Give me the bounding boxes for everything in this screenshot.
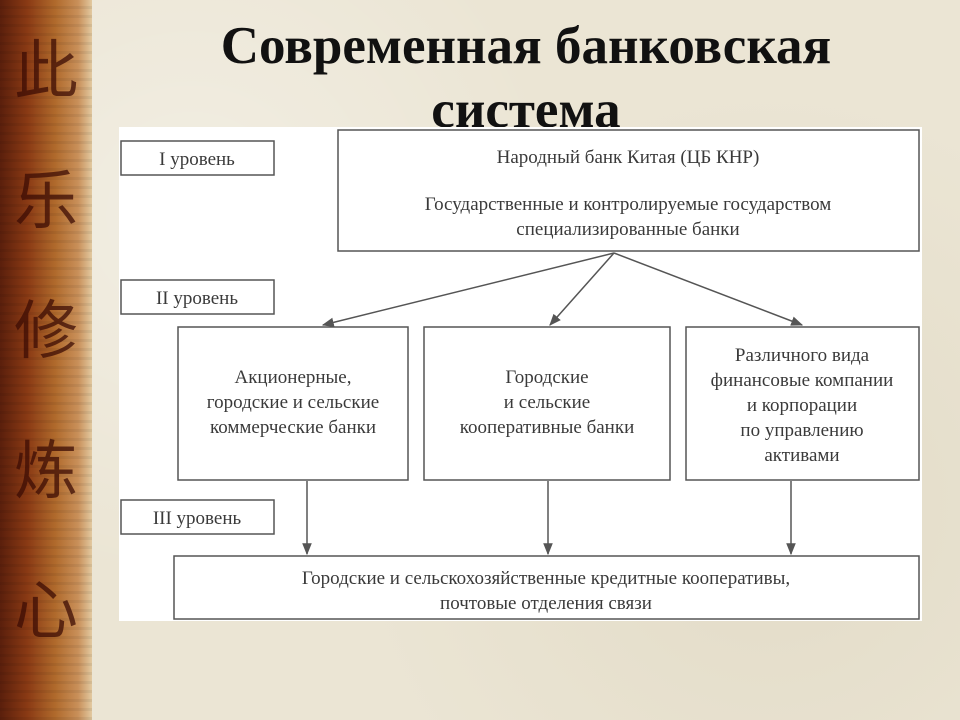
node-joint-stock-line1: Акционерные,	[234, 367, 351, 388]
decorative-calligraphy-strip: 此 乐 修 炼 心	[0, 0, 92, 720]
node-joint-stock-banks: Акционерные, городские и сельские коммер…	[177, 326, 409, 481]
node-cooperative-line1: Городские	[505, 367, 588, 388]
calligraphy-glyph-icon: 乐	[14, 165, 78, 239]
arrow-top-to-joint-stock	[321, 252, 615, 328]
diagram-panel: I уровень II уровень III уровень Народны…	[119, 127, 922, 621]
calligraphy-glyph-icon: 炼	[14, 435, 78, 509]
node-central-bank-line3: специализированные банки	[516, 219, 739, 240]
node-financial-line2: финансовые компании	[711, 370, 894, 391]
arrow-top-to-financial	[613, 252, 804, 326]
node-credit-cooperatives-line2: почтовые отделения связи	[440, 593, 652, 614]
node-financial-line5: активами	[764, 445, 839, 466]
level-3-text: III уровень	[153, 508, 242, 529]
node-central-bank-line1: Народный банк Китая (ЦБ КНР)	[497, 147, 760, 168]
node-cooperative-line2: и сельские	[504, 392, 590, 413]
level-3-label: III уровень	[120, 499, 275, 535]
node-financial-line1: Различного вида	[735, 345, 870, 366]
calligraphy-glyph-icon: 心	[14, 575, 78, 649]
level-2-text: II уровень	[156, 288, 238, 309]
calligraphy-glyph-icon: 此	[14, 35, 78, 109]
node-credit-cooperatives: Городские и сельскохозяйственные кредитн…	[173, 555, 920, 620]
slide-title: Современная банковская система	[92, 14, 960, 142]
slide-title-line1: Современная банковская	[220, 17, 832, 75]
level-2-label: II уровень	[120, 279, 275, 315]
node-central-bank: Народный банк Китая (ЦБ КНР) Государстве…	[337, 129, 920, 252]
node-financial-companies: Различного вида финансовые компании и ко…	[685, 326, 920, 481]
node-joint-stock-line3: коммерческие банки	[210, 417, 376, 438]
arrow-top-to-cooperative	[549, 252, 615, 326]
node-central-bank-line2: Государственные и контролируемые государ…	[425, 194, 832, 215]
node-cooperative-banks: Городские и сельские кооперативные банки	[423, 326, 671, 481]
node-financial-line4: по управлению	[740, 420, 863, 441]
level-1-label: I уровень	[120, 140, 275, 176]
node-financial-line3: и корпорации	[747, 395, 857, 416]
level-1-text: I уровень	[159, 149, 235, 170]
node-credit-cooperatives-line1: Городские и сельскохозяйственные кредитн…	[302, 568, 790, 589]
calligraphy-glyph-icon: 修	[14, 295, 78, 369]
banking-system-diagram: I уровень II уровень III уровень Народны…	[120, 129, 920, 620]
node-joint-stock-line2: городские и сельские	[207, 392, 379, 413]
node-cooperative-line3: кооперативные банки	[460, 417, 635, 438]
